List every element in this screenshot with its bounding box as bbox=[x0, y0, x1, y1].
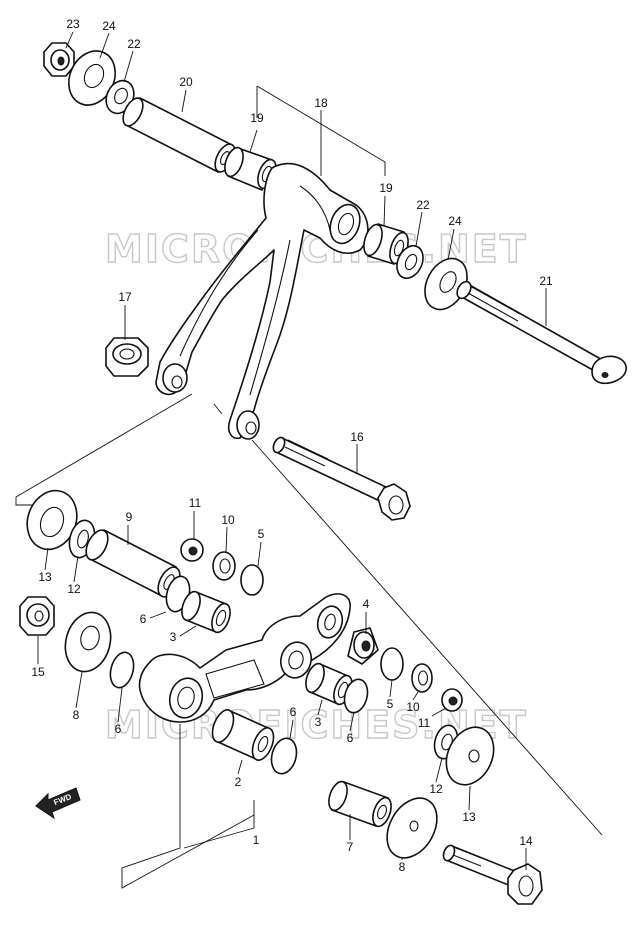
bolt-21 bbox=[456, 280, 627, 385]
callout-10: 10 bbox=[221, 513, 235, 527]
washer-8-left bbox=[64, 611, 112, 673]
callout-12: 12 bbox=[67, 582, 81, 596]
callout-15: 15 bbox=[31, 665, 45, 679]
spacer-20 bbox=[122, 97, 236, 173]
callout-24: 24 bbox=[102, 19, 116, 33]
callout-9: 9 bbox=[126, 510, 133, 524]
washer-22-right bbox=[396, 244, 424, 280]
spacer-7 bbox=[328, 780, 392, 828]
bolt-16 bbox=[272, 436, 411, 521]
washer-13-right bbox=[445, 726, 495, 786]
callout-23: 23 bbox=[66, 17, 80, 31]
callout-22: 22 bbox=[127, 37, 141, 51]
fwd-arrow-icon: FWD bbox=[35, 787, 81, 820]
seal-4 bbox=[347, 627, 379, 665]
callout-13: 13 bbox=[462, 810, 476, 824]
nut-15 bbox=[19, 596, 55, 636]
callout-17: 17 bbox=[118, 290, 132, 304]
bearing-19-right bbox=[363, 223, 409, 265]
washer-8-right bbox=[386, 797, 438, 859]
bearing-2 bbox=[211, 709, 275, 761]
ring-6-right bbox=[343, 678, 369, 714]
bolt-14 bbox=[442, 844, 543, 905]
callout-12: 12 bbox=[429, 782, 443, 796]
nut-17 bbox=[105, 337, 149, 377]
callout-3: 3 bbox=[315, 715, 322, 729]
callout-6: 6 bbox=[115, 722, 122, 736]
callout-19: 19 bbox=[379, 181, 393, 195]
callout-22: 22 bbox=[416, 198, 430, 212]
callout-6: 6 bbox=[347, 731, 354, 745]
callout-5: 5 bbox=[258, 527, 265, 541]
callout-5: 5 bbox=[387, 697, 394, 711]
callout-8: 8 bbox=[399, 860, 406, 874]
ring-6-lower-left bbox=[109, 651, 135, 689]
ring-5-left bbox=[240, 564, 264, 596]
callout-11: 11 bbox=[418, 716, 431, 730]
cushion-lever-18 bbox=[155, 162, 369, 440]
callout-20: 20 bbox=[179, 75, 193, 89]
cushion-rod-1 bbox=[138, 593, 351, 723]
callout-3: 3 bbox=[170, 630, 177, 644]
leader-lines bbox=[37, 31, 547, 889]
callout-7: 7 bbox=[347, 840, 354, 854]
ring-5-right bbox=[380, 647, 404, 681]
ring-6-lower bbox=[270, 737, 298, 775]
callout-6: 6 bbox=[140, 612, 147, 626]
callout-8: 8 bbox=[73, 708, 80, 722]
callout-10: 10 bbox=[406, 700, 420, 714]
washer-10-left bbox=[212, 551, 236, 581]
washer-10-right bbox=[411, 663, 433, 693]
callouts: 23 24 22 20 19 18 19 22 24 21 17 16 9 11… bbox=[31, 17, 553, 874]
callout-18: 18 bbox=[314, 96, 328, 110]
callout-21: 21 bbox=[539, 274, 553, 288]
callout-6: 6 bbox=[290, 705, 297, 719]
callout-1: 1 bbox=[253, 833, 260, 847]
nut-23 bbox=[43, 42, 75, 77]
callout-19: 19 bbox=[250, 111, 264, 125]
callout-2: 2 bbox=[235, 775, 242, 789]
callout-4: 4 bbox=[363, 597, 370, 611]
washer-13-left bbox=[26, 489, 78, 551]
callout-16: 16 bbox=[350, 430, 364, 444]
callout-11: 11 bbox=[189, 496, 202, 510]
callout-14: 14 bbox=[519, 834, 533, 848]
callout-24: 24 bbox=[448, 214, 462, 228]
callout-13: 13 bbox=[38, 570, 52, 584]
bearing-3-left bbox=[181, 590, 231, 634]
seal-11-right bbox=[441, 688, 463, 712]
seal-11-left bbox=[180, 538, 204, 562]
